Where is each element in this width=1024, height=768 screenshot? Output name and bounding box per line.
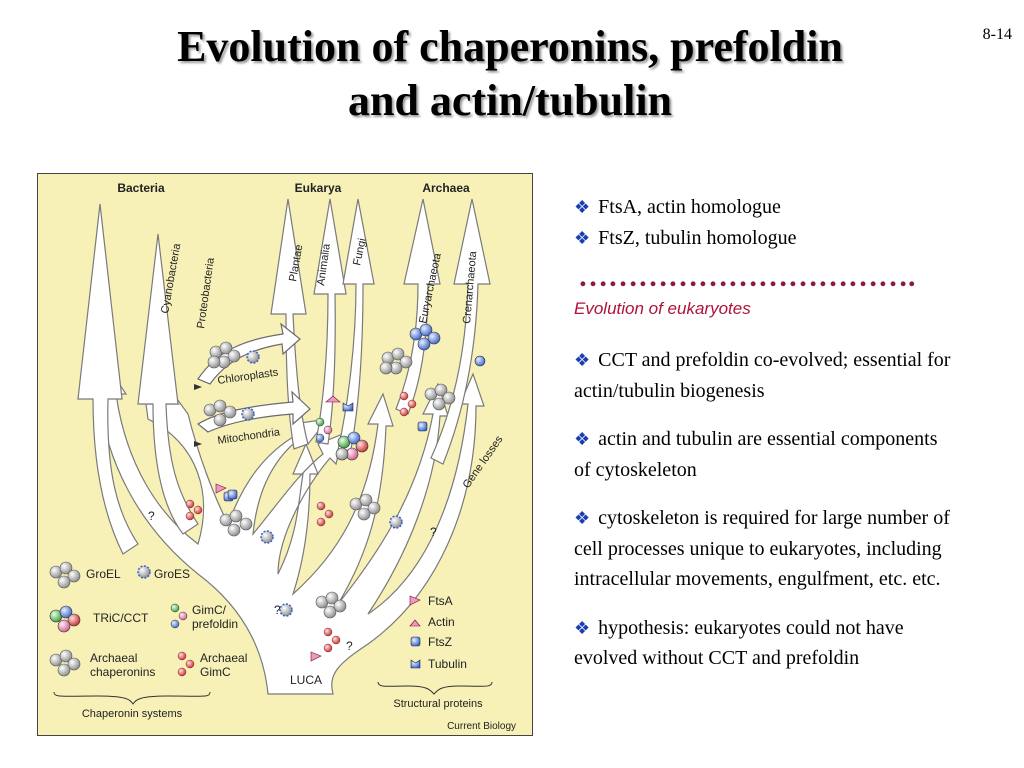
structural-proteins-brace: [377, 681, 493, 695]
legend-archaeal-gimc-icon: [177, 651, 195, 677]
branch-label-proteobacteria: Proteobacteria: [195, 256, 217, 329]
archaeal-chaperonin-lower-icon: [424, 383, 456, 411]
bullet-text: actin and tubulin are essential componen…: [574, 428, 938, 481]
bullet-cytoskeleton: ❖ cytoskeleton is required for large num…: [574, 503, 954, 595]
legend-groel-label: GroEL: [86, 567, 121, 581]
chloroplasts-label: Chloroplasts: [217, 367, 280, 387]
legend-groes-icon: [137, 565, 151, 579]
bullet-diamond-icon: ❖: [574, 508, 591, 528]
bullet-actin-tubulin: ❖ actin and tubulin are essential compon…: [574, 424, 954, 485]
archaea-ftsz-lost-icon: [474, 355, 486, 367]
bullet-cct-prefoldin: ❖ CCT and prefoldin co-evolved; essentia…: [574, 345, 954, 406]
legend-gimc-label-2: prefoldin: [192, 617, 238, 631]
bullet-hypothesis: ❖ hypothesis: eukaryotes could not have …: [574, 613, 954, 674]
luca-label: LUCA: [290, 673, 322, 687]
domain-label-eukarya: Eukarya: [295, 181, 342, 195]
legend-groes-label: GroES: [154, 567, 190, 581]
legend-tubulin-icon: [410, 659, 421, 669]
bullet-text: cytoskeleton is required for large numbe…: [574, 507, 950, 590]
branch-label-fungi: Fungi: [351, 237, 368, 266]
groel-cluster-chloroplast-icon: [207, 341, 241, 369]
eukaryote-bullets: ❖ CCT and prefoldin co-evolved; essentia…: [574, 345, 954, 692]
evolution-tree-diagram: Bacteria Eukarya Archaea Cyanobacteria P…: [49, 181, 516, 732]
legend-tric-label: TRiC/CCT: [93, 611, 149, 625]
chaperonin-systems-brace: [53, 691, 211, 705]
legend-ftsz-label: FtsZ: [428, 635, 452, 649]
archaeal-chaperonin-euryarchaeota-icon: [379, 347, 413, 375]
bullet-ftsa: ❖ FtsA, actin homologue: [574, 192, 974, 223]
legend-ftsa-label: FtsA: [428, 594, 453, 608]
legend-archaeal-chaperonin-label-1: Archaeal: [90, 651, 137, 665]
legend-tric-icon: [49, 605, 81, 633]
title-line-1: Evolution of chaperonins, prefoldin: [177, 22, 843, 71]
slide-title: Evolution of chaperonins, prefoldin and …: [60, 20, 960, 128]
groes-bacteria-icon: [260, 530, 274, 544]
luca-ftsa-icon: [310, 651, 322, 662]
ftsa-marker-icon: [215, 483, 227, 494]
legend-tubulin-label: Tubulin: [428, 657, 467, 671]
bullet-diamond-icon: ❖: [574, 429, 591, 449]
gimc-bacteria-icon: [185, 499, 203, 521]
groes-chloroplast-icon: [246, 350, 260, 364]
mitochondria-pointer-icon: [194, 441, 202, 447]
tree-shape: [77, 198, 491, 695]
dotted-separator: …………………………….: [578, 260, 916, 293]
archaeal-chaperonin-trunk-icon: [349, 493, 381, 521]
bullet-ftsa-text: FtsA, actin homologue: [598, 196, 781, 218]
groel-cluster-bacteria-icon: [219, 509, 253, 537]
mitochondria-label: Mitochondria: [217, 426, 282, 447]
bullet-text: hypothesis: eukaryotes could not have ev…: [574, 616, 904, 670]
legend-ftsz-icon: [410, 636, 421, 647]
domain-label-bacteria: Bacteria: [117, 181, 165, 195]
legend-archaeal-chaperonin-label-2: chaperonins: [90, 665, 155, 679]
domain-label-archaea: Archaea: [422, 181, 470, 195]
archaeal-gimc-icon: [399, 391, 417, 417]
legend-gimc-icon: [170, 603, 188, 629]
legend-archaeal-gimc-label-2: GimC: [200, 665, 231, 679]
legend-actin-icon: [409, 619, 421, 627]
legend-archaeal-chaperonin-icon: [49, 649, 81, 677]
tubulin-marker-icon: [342, 402, 354, 412]
chloroplast-pointer-icon: [194, 384, 202, 390]
gimc-prefoldin-eukarya-icon: [315, 417, 333, 443]
archaeal-gimc-luca-icon: [323, 627, 341, 653]
archaea-ftsz-icon: [417, 421, 428, 432]
question-mark-right: ?: [430, 525, 437, 539]
groel-cluster-mitochondria-icon: [203, 399, 237, 427]
archaeal-gimc-trunk-icon: [316, 501, 334, 527]
question-mark-left: ?: [148, 509, 155, 523]
section-label: Evolution of eukaryotes: [574, 299, 751, 318]
legend-archaeal-gimc-label-1: Archaeal: [200, 651, 247, 665]
bullet-ftsz-text: FtsZ, tubulin homologue: [598, 227, 797, 249]
groes-mitochondria-icon: [241, 407, 255, 421]
archaeal-chaperonin-luca-icon: [315, 591, 347, 619]
chaperonin-systems-label: Chaperonin systems: [82, 708, 183, 720]
actin-marker-icon: [325, 395, 341, 403]
homologue-bullets: ❖ FtsA, actin homologue ❖ FtsZ, tubulin …: [574, 192, 974, 254]
groes-luca-icon: [279, 603, 293, 617]
bullet-diamond-icon: ❖: [574, 617, 591, 638]
question-mark-luca-left: ?: [274, 603, 281, 617]
bullet-diamond-icon: ❖: [574, 197, 591, 217]
legend-ftsa-icon: [409, 595, 421, 606]
structural-proteins-label: Structural proteins: [393, 698, 483, 710]
legend-gimc-label-1: GimC/: [192, 603, 227, 617]
tric-cct-eukarya-icon: [335, 431, 369, 461]
trunk-ftsz-icon: [227, 489, 238, 500]
legend-actin-label: Actin: [428, 615, 455, 629]
archaeal-chaperonin-crenarchaeota-icon: [409, 323, 441, 351]
groes-archaea-icon: [389, 515, 403, 529]
figure-credit: Current Biology: [447, 721, 516, 732]
branch-label-animalia: Animalia: [315, 242, 333, 286]
bullet-diamond-icon: ❖: [574, 350, 591, 370]
bullet-text: CCT and prefoldin co-evolved; essential …: [574, 349, 951, 402]
bullet-ftsz: ❖ FtsZ, tubulin homologue: [574, 223, 974, 254]
slide-number: 8-14: [982, 26, 1012, 43]
chaperonin-evolution-figure: Bacteria Eukarya Archaea Cyanobacteria P…: [37, 173, 533, 736]
question-mark-luca-right: ?: [346, 639, 353, 653]
legend-groel-icon: [49, 561, 81, 589]
bullet-diamond-icon: ❖: [574, 228, 591, 248]
title-line-2: and actin/tubulin: [347, 76, 673, 125]
